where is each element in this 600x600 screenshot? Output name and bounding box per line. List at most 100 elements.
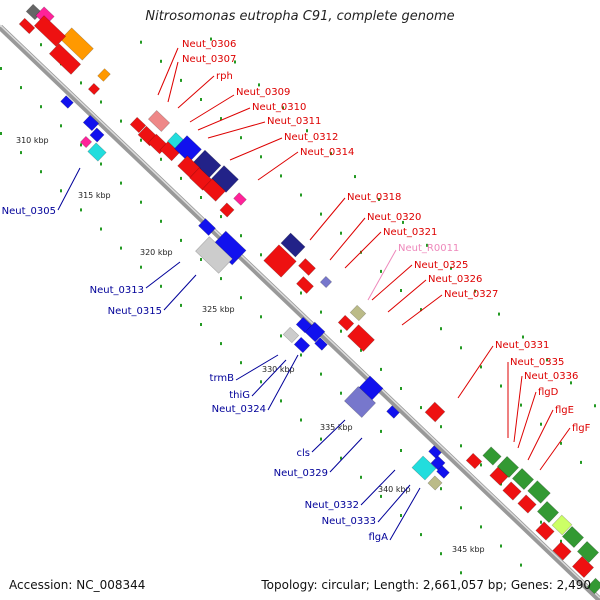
gene-feature	[347, 324, 375, 352]
guide-dot	[340, 391, 342, 395]
gene-feature	[428, 445, 442, 459]
guide-dot	[440, 487, 442, 491]
guide-dot	[360, 348, 362, 352]
gene-feature	[79, 135, 93, 149]
gene-feature	[282, 326, 300, 344]
guide-dot	[120, 246, 122, 250]
gene-label: Neut_0327	[444, 289, 498, 300]
leader-line	[329, 437, 363, 473]
guide-dot	[260, 155, 262, 159]
leader-line	[235, 354, 279, 381]
gene-label: Neut_0321	[383, 227, 437, 238]
guide-dot	[80, 208, 82, 212]
gene-label: Neut_0331	[495, 340, 549, 351]
tick-label: 310 kbp	[16, 136, 49, 145]
genome-backbone	[0, 24, 600, 600]
guide-dot	[480, 365, 482, 369]
guide-dot	[240, 234, 242, 238]
leader-line	[377, 484, 411, 523]
guide-dot	[40, 105, 42, 109]
leader-line	[539, 427, 571, 471]
gene-feature	[465, 452, 483, 470]
guide-dot	[300, 418, 302, 422]
gene-feature	[349, 304, 367, 322]
guide-dot	[400, 514, 402, 517]
guide-dot	[354, 175, 356, 179]
guide-dot	[240, 296, 242, 300]
leader-line	[251, 359, 287, 397]
guide-dot	[340, 456, 342, 460]
guide-dot	[0, 67, 2, 70]
guide-dot	[300, 193, 302, 197]
gene-feature	[147, 110, 171, 132]
gene-feature	[233, 192, 247, 206]
guide-dot	[380, 367, 382, 371]
gene-feature	[571, 555, 595, 579]
guide-dot	[426, 243, 428, 247]
gene-feature	[561, 525, 585, 549]
guide-dot	[120, 119, 122, 123]
guide-dot	[140, 40, 142, 44]
guide-dot	[220, 215, 222, 219]
gene-feature	[527, 480, 551, 504]
guide-dot	[140, 265, 142, 269]
guide-dot	[400, 387, 402, 390]
gene-feature	[202, 178, 226, 202]
guide-dot	[440, 425, 442, 429]
tick-label: 345 kbp	[452, 545, 485, 554]
guide-dot	[400, 449, 402, 452]
gene-label: Neut_0306	[182, 39, 236, 50]
guide-dot	[520, 563, 522, 567]
guide-dot	[100, 100, 102, 104]
guide-dots	[0, 37, 596, 575]
gene-label: Neut_0332	[305, 500, 359, 511]
gene-feature	[33, 15, 67, 47]
guide-dot	[360, 475, 362, 479]
guide-dot	[570, 381, 572, 385]
gene-label: Neut_0329	[274, 468, 328, 479]
guide-dot	[210, 37, 212, 41]
guide-dot	[100, 227, 102, 231]
guide-dot	[380, 429, 382, 433]
guide-dot	[180, 303, 182, 307]
gene-feature	[198, 218, 216, 236]
gene-label: Neut_0315	[108, 306, 162, 317]
guide-dot	[240, 136, 242, 140]
gene-feature	[502, 481, 522, 501]
guide-dot	[20, 151, 22, 155]
gene-feature	[536, 500, 560, 524]
guide-dot	[140, 200, 142, 204]
guide-dot	[320, 437, 322, 441]
guide-dot	[560, 539, 562, 543]
gene-feature	[304, 321, 326, 343]
gene-feature	[337, 314, 355, 332]
guide-dot	[498, 312, 500, 316]
guide-dot	[380, 494, 382, 498]
tick-label: 325 kbp	[202, 305, 235, 314]
guide-dot	[220, 117, 222, 121]
tick-label: 315 kbp	[78, 191, 111, 200]
leader-line	[197, 107, 251, 131]
guide-dot	[280, 334, 282, 338]
leader-line	[167, 61, 179, 103]
leader-line	[513, 375, 523, 443]
leader-line	[157, 47, 179, 96]
leader-line	[311, 419, 346, 453]
gene-label: Neut_0336	[524, 371, 578, 382]
guide-dot	[380, 269, 382, 273]
gene-label: trmB	[210, 373, 235, 384]
leader-line	[309, 197, 346, 241]
gene-label: Neut_0305	[2, 206, 56, 217]
gene-feature	[552, 541, 572, 561]
leader-line	[257, 151, 299, 181]
guide-dot	[480, 463, 482, 467]
guide-dot	[20, 86, 22, 90]
gene-label: Neut_0312	[284, 132, 338, 143]
guide-dot	[80, 81, 82, 85]
guide-dot	[280, 399, 282, 403]
guide-dot	[260, 253, 262, 257]
gene-feature	[18, 17, 36, 35]
guide-dot	[60, 124, 62, 128]
